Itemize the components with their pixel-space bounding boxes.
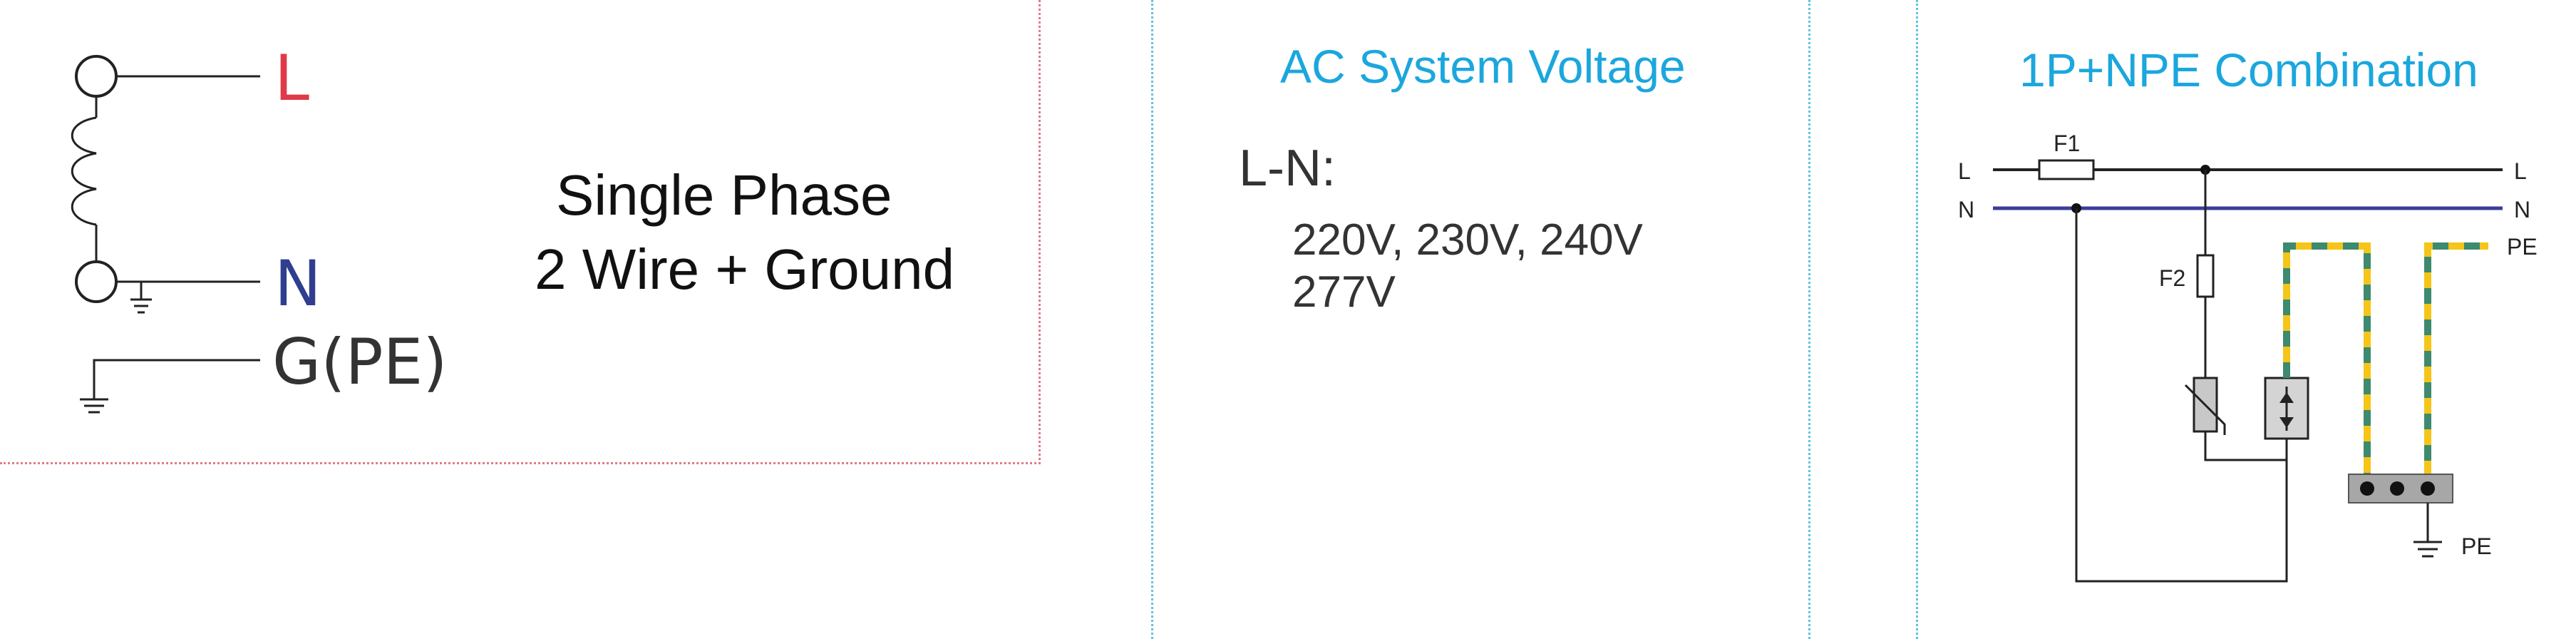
combination-panel: 1P+NPE Combination [1916,0,2576,639]
pe-wire-1 [2283,242,2371,492]
terminal-n-circle [75,260,118,303]
fuse-f2-label: F2 [2159,265,2186,291]
right-label-pe: PE [2507,234,2538,260]
busbar-terminal-1 [2360,481,2374,496]
terminal-l-circle [75,55,118,98]
voltage-values-line1: 220V, 230V, 240V [1292,215,1643,265]
voltage-values-line2: 277V [1292,267,1396,317]
n-return-wire [2075,208,2288,583]
line-g [93,359,260,399]
varistor-arrow [2184,384,2226,435]
wiring-diagram [71,55,260,414]
busbar-terminal-2 [2390,481,2404,496]
gdt-arrow-down [2279,417,2294,428]
gdt-arrow-up [2279,392,2294,403]
pe-wire-2 [2424,242,2488,492]
label-l: L [274,41,310,115]
ground-icon-n [130,282,152,314]
description-line2: 2 Wire + Ground [535,237,955,301]
right-label-n: N [2514,197,2531,223]
busbar-terminal-3 [2421,481,2435,496]
left-label-n: N [1958,197,1975,223]
coil-icon [71,116,97,226]
voltage-panel: AC System Voltage L-N: 220V, 230V, 240V … [1151,0,1810,639]
combination-title: 1P+NPE Combination [2019,44,2478,96]
label-g-pe: G(PE) [272,325,448,399]
description-line1: Single Phase [556,163,892,227]
voltage-title: AC System Voltage [1280,40,1686,93]
ground-icon [2413,541,2442,558]
label-n: N [274,247,321,320]
fuse-f1-icon [2038,159,2095,180]
voltage-heading: L-N: [1239,140,1336,197]
combination-diagram [1993,159,2503,583]
ground-icon-g [80,398,108,414]
right-label-l: L [2514,158,2527,184]
fuse-f1-label: F1 [2054,131,2081,156]
ground-pe-label: PE [2461,533,2492,559]
wiring-panel: L N G(PE) Single Phase 2 Wire + Ground [0,0,1041,464]
fuse-f2-icon [2196,254,2215,298]
left-label-l: L [1958,158,1971,184]
